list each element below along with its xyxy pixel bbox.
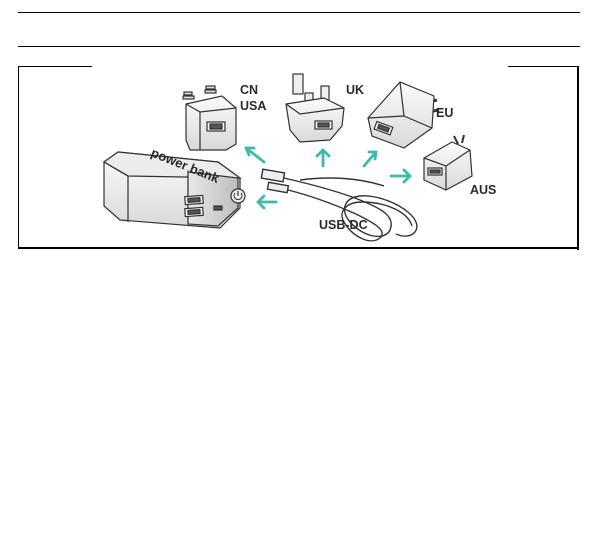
uk-adapter bbox=[286, 74, 344, 142]
arrow-to-aus bbox=[391, 170, 410, 182]
arrow-to-cn-usa bbox=[246, 148, 264, 162]
label-aus: AUS bbox=[470, 183, 496, 197]
arrow-to-uk bbox=[317, 150, 329, 166]
arrow-to-power-bank bbox=[258, 196, 276, 208]
arrow-to-eu bbox=[364, 152, 376, 166]
label-uk: UK bbox=[346, 83, 364, 97]
eu-adapter bbox=[368, 82, 439, 148]
label-eu: EU bbox=[436, 106, 453, 120]
label-cn: CN bbox=[240, 83, 258, 97]
label-usa: USA bbox=[240, 99, 266, 113]
aus-adapter bbox=[424, 135, 472, 190]
cn-usa-adapter bbox=[183, 86, 236, 150]
label-usb-dc: USB-DC bbox=[319, 218, 368, 232]
